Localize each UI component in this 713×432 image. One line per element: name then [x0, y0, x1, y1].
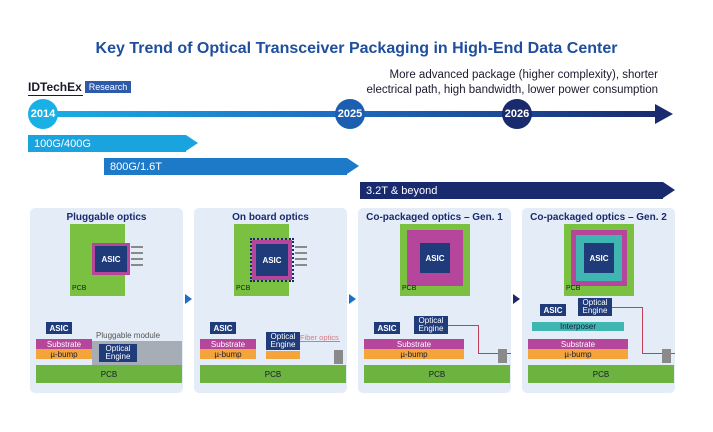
pin [295, 246, 307, 248]
fiber-line [448, 325, 478, 326]
transition-arrow-3 [513, 294, 520, 304]
panel-title: Pluggable optics [66, 212, 147, 223]
panel-pluggable-optics: Pluggable optics ASIC PCB ASIC Pluggable… [30, 208, 183, 393]
transition-arrow-1 [185, 294, 192, 304]
micro-bump: µ-bump [364, 349, 464, 359]
brand-tag: Research [84, 81, 132, 93]
year-2026-marker: 2026 [502, 99, 532, 129]
band-label: 100G/400G [34, 137, 91, 150]
micro-bump: µ-bump [200, 349, 256, 359]
asic-chip: ASIC [584, 243, 614, 273]
optical-engine: Optical Engine [99, 344, 137, 362]
engine-bump [266, 351, 300, 359]
panel-title: On board optics [232, 212, 309, 223]
pcb-base: PCB [36, 365, 182, 383]
asic-side: ASIC [46, 322, 72, 334]
pin [131, 246, 143, 248]
substrate: Substrate [528, 339, 628, 349]
panel-cpo-gen2: Co-packaged optics – Gen. 2 ASIC PCB ASI… [522, 208, 675, 393]
panel-on-board-optics: On board optics ASIC PCB ASIC Optical En… [194, 208, 347, 393]
page-title: Key Trend of Optical Transceiver Packagi… [95, 40, 618, 57]
pin [131, 258, 143, 260]
micro-bump: µ-bump [36, 349, 92, 359]
pin [295, 264, 307, 266]
micro-bump: µ-bump [528, 349, 628, 359]
pcb-base: PCB [200, 365, 346, 383]
asic-chip: ASIC [250, 238, 294, 282]
asic-chip: ASIC [92, 243, 130, 275]
band-3-2t-beyond: 3.2T & beyond [360, 182, 675, 199]
brand-underline [28, 95, 83, 96]
pin [295, 258, 307, 260]
pin [131, 264, 143, 266]
pcb-label: PCB [72, 285, 87, 292]
pcb-label: PCB [402, 285, 417, 292]
fiber-line [478, 353, 511, 354]
fiber-line [300, 341, 340, 342]
substrate: Substrate [200, 339, 256, 349]
pcb-label: PCB [566, 285, 581, 292]
asic-side: ASIC [540, 304, 566, 316]
asic-side: ASIC [210, 322, 236, 334]
year-2014-marker: 2014 [28, 99, 58, 129]
fiber-line [612, 307, 642, 308]
pin [295, 252, 307, 254]
transition-arrow-2 [349, 294, 356, 304]
substrate: Substrate [364, 339, 464, 349]
pcb-base: PCB [364, 365, 510, 383]
asic-chip: ASIC [420, 243, 450, 273]
optical-engine: Optical Engine [578, 298, 612, 316]
optical-engine: Optical Engine [414, 316, 448, 334]
optical-engine: Optical Engine [266, 332, 300, 350]
pcb-label: PCB [236, 285, 251, 292]
panel-title: Co-packaged optics – Gen. 2 [530, 212, 667, 223]
fiber-line [642, 307, 643, 353]
substrate: Substrate [36, 339, 92, 349]
trend-description: More advanced package (higher complexity… [366, 69, 659, 96]
fiber-optics-label: Fiber optics [300, 333, 339, 342]
pluggable-module-label: Pluggable module [96, 331, 161, 340]
band-100g-400g: 100G/400G [28, 135, 198, 152]
brand-name: IDTechEx [28, 80, 82, 94]
interposer: Interposer [532, 322, 624, 331]
band-label: 3.2T & beyond [366, 184, 438, 197]
panel-title: Co-packaged optics – Gen. 1 [366, 212, 503, 223]
panel-cpo-gen1: Co-packaged optics – Gen. 1 ASIC PCB ASI… [358, 208, 511, 393]
year-2025-marker: 2025 [335, 99, 365, 129]
fiber-line [478, 325, 479, 353]
band-label: 800G/1.6T [110, 160, 162, 173]
fiber-connector [662, 349, 671, 363]
fiber-line [642, 353, 675, 354]
band-800g-1-6t: 800G/1.6T [104, 158, 359, 175]
fiber-connector [334, 350, 343, 364]
pin [131, 252, 143, 254]
timeline-arrowhead [655, 104, 673, 124]
pcb-base: PCB [528, 365, 674, 383]
fiber-connector [498, 349, 507, 363]
asic-side: ASIC [374, 322, 400, 334]
